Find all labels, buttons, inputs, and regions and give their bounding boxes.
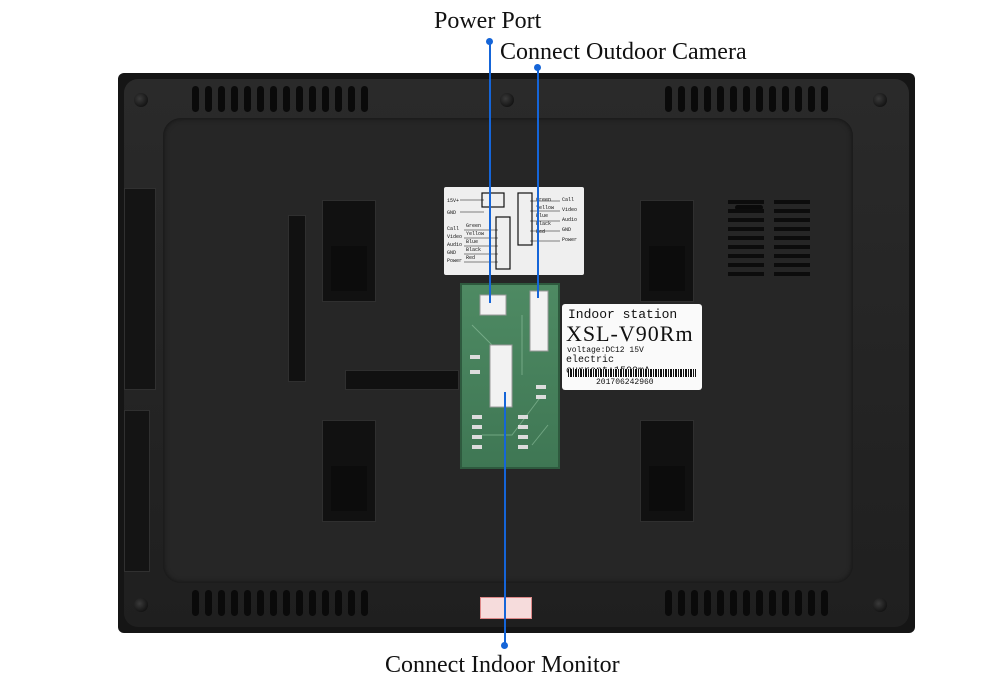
vent-top-right <box>665 86 828 112</box>
leader-dot-indoor-monitor <box>501 642 508 649</box>
right-connector-drawing <box>517 192 533 246</box>
qc-sticker <box>480 597 532 619</box>
vertical-rail <box>288 215 306 382</box>
barcode <box>568 369 696 377</box>
left-color-label-2: Blue <box>466 239 478 245</box>
vent-bottom-left <box>192 590 368 616</box>
power-pin-label-0: 15V+ <box>447 198 459 204</box>
callout-outdoor-camera: Connect Outdoor Camera <box>500 39 747 65</box>
circuit-board <box>460 283 560 469</box>
screw-bottom-right <box>873 598 887 612</box>
mount-slot-bottom-right <box>640 420 694 522</box>
vent-bottom-right <box>665 590 828 616</box>
product-model: XSL-V90Rm <box>566 321 694 346</box>
circuit-board-drawing <box>470 290 549 449</box>
product-type: Indoor station <box>568 307 678 322</box>
right-color-label-2: Blue <box>536 213 548 219</box>
left-color-label-4: Red <box>466 255 475 261</box>
right-pin-label-1: Video <box>562 207 577 213</box>
product-voltage: voltage:DC12 15V <box>567 346 644 355</box>
screw-top-left <box>134 93 148 107</box>
screw-top-right <box>873 93 887 107</box>
right-pin-label-0: Call <box>562 197 574 203</box>
right-color-label-1: Yellow <box>536 205 554 211</box>
speaker-grill-right <box>735 205 763 210</box>
horizontal-rail <box>345 370 459 390</box>
wiring-diagram: 15V+ GND Call Video Audio GND Power Gree… <box>447 192 577 270</box>
left-color-label-1: Yellow <box>466 231 484 237</box>
leader-dot-outdoor-camera <box>534 64 541 71</box>
leader-line-power-port <box>489 42 491 303</box>
side-tab-lower <box>124 410 150 572</box>
right-color-label-3: Black <box>536 221 551 227</box>
left-pin-label-1: Video <box>447 234 462 240</box>
left-connector-drawing <box>495 216 511 270</box>
right-color-label-4: Red <box>536 229 545 235</box>
left-pin-label-2: Audio <box>447 242 462 248</box>
side-tab-upper <box>124 188 156 390</box>
product-label: Indoor station XSL-V90Rm voltage:DC12 15… <box>562 304 702 390</box>
leader-dot-power-port <box>486 38 493 45</box>
screw-bottom-left <box>134 598 148 612</box>
screw-top-center <box>500 93 514 107</box>
callout-power-port: Power Port <box>434 8 542 34</box>
right-color-label-0: Green <box>536 197 551 203</box>
product-serial: 201706242960 <box>596 378 654 387</box>
indoor-monitor-connector <box>489 344 513 408</box>
mount-slot-top-right <box>640 200 694 302</box>
leader-line-outdoor-camera <box>537 68 539 298</box>
wiring-diagram-sticker: 15V+ GND Call Video Audio GND Power Gree… <box>444 187 584 275</box>
power-port-connector <box>479 294 507 316</box>
right-pin-label-2: Audio <box>562 217 577 223</box>
right-pin-label-4: Power <box>562 237 577 243</box>
mount-slot-top-left <box>322 200 376 302</box>
callout-indoor-monitor: Connect Indoor Monitor <box>385 652 620 678</box>
left-pin-label-3: GND <box>447 250 456 256</box>
left-color-label-3: Black <box>466 247 481 253</box>
left-pin-label-4: Power <box>447 258 462 264</box>
right-pin-label-3: GND <box>562 227 571 233</box>
leader-line-indoor-monitor <box>504 392 506 646</box>
left-pin-label-0: Call <box>447 226 459 232</box>
power-connector-drawing <box>481 192 505 208</box>
left-color-label-0: Green <box>466 223 481 229</box>
outdoor-camera-connector <box>529 290 549 352</box>
mount-slot-bottom-left <box>322 420 376 522</box>
power-pin-label-1: GND <box>447 210 456 216</box>
speaker-grill <box>728 200 810 276</box>
vent-top-left <box>192 86 368 112</box>
